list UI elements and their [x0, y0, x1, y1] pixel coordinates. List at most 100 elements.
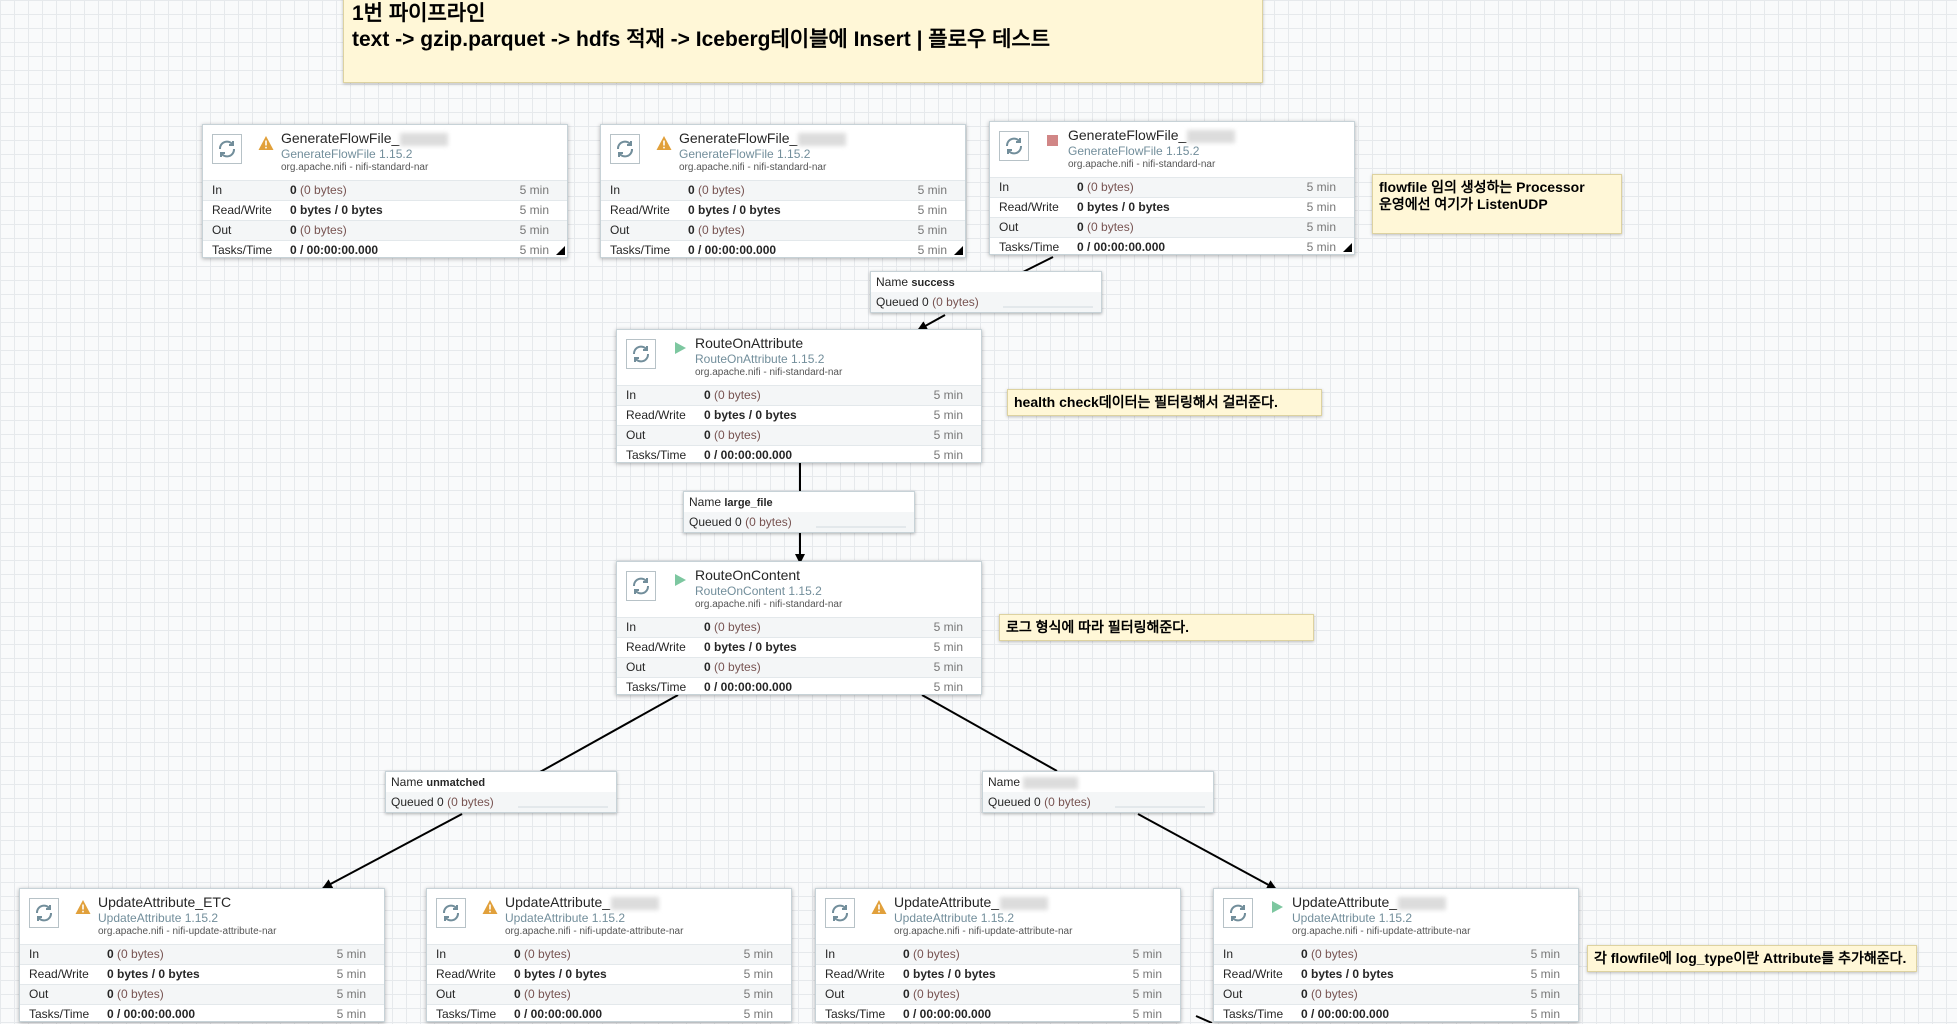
stat-label: In: [212, 183, 223, 197]
queue-bar: [1003, 306, 1093, 308]
stat-window: 5 min: [1530, 1007, 1560, 1021]
stat-value: 0 bytes / 0 bytes: [290, 203, 383, 217]
stat-label: In: [626, 388, 637, 402]
stat-label: Tasks/Time: [825, 1007, 886, 1021]
stat-window: 5 min: [933, 408, 963, 422]
stat-value: 0 (0 bytes): [704, 428, 761, 442]
log-format-note[interactable]: 로그 형식에 따라 필터링해준다.: [999, 614, 1314, 641]
stat-label: Out: [29, 987, 49, 1001]
stat-label: In: [1223, 947, 1234, 961]
note-line: text -> gzip.parquet -> hdfs 적재 -> Icebe…: [352, 28, 1051, 51]
wire-routeoncontent-to-hidden[interactable]: [921, 694, 1058, 772]
wire-generate-to-success[interactable]: [1022, 256, 1054, 273]
stat-label: Tasks/Time: [1223, 1007, 1284, 1021]
stat-label: Out: [626, 428, 646, 442]
wire-success-to-routeonattribute[interactable]: [917, 314, 946, 331]
processor-bundle: org.apache.nifi - nifi-update-attribute-…: [894, 926, 1073, 937]
processor-header[interactable]: GenerateFlowFile_GenerateFlowFile 1.15.2…: [203, 125, 567, 180]
wire-unmatched-to-updateattribute-etc[interactable]: [322, 813, 463, 889]
stat-value: 0 (0 bytes): [903, 987, 960, 1001]
stat-value: 0 (0 bytes): [688, 183, 745, 197]
processor-type: UpdateAttribute 1.15.2: [505, 911, 626, 925]
wire-routeoncontent-to-unmatched[interactable]: [539, 694, 679, 773]
processor-type: RouteOnContent 1.15.2: [695, 584, 822, 598]
processor-icon: [29, 898, 59, 928]
stat-window: 5 min: [917, 223, 947, 237]
redacted-name: [1000, 896, 1049, 910]
processor-generateflowfile-2[interactable]: GenerateFlowFile_GenerateFlowFile 1.15.2…: [600, 124, 966, 258]
stat-value: 0 / 00:00:00.000: [514, 1007, 603, 1021]
processor-bundle: org.apache.nifi - nifi-standard-nar: [679, 162, 827, 173]
processor-type: GenerateFlowFile 1.15.2: [679, 147, 811, 161]
processor-generateflowfile-1[interactable]: GenerateFlowFile_GenerateFlowFile 1.15.2…: [202, 124, 568, 258]
stat-row-out: Out 0 (0 bytes) 5 min: [816, 984, 1180, 1004]
pipeline-title-note[interactable]: 1번 파이프라인 text -> gzip.parquet -> hdfs 적재…: [343, 0, 1263, 83]
processor-header[interactable]: GenerateFlowFile_GenerateFlowFile 1.15.2…: [601, 125, 965, 180]
processor-type: UpdateAttribute 1.15.2: [894, 911, 1015, 925]
health-check-note[interactable]: health check데이터는 필터링해서 걸러준다.: [1007, 389, 1322, 416]
conn-queued-bytes: (0 bytes): [1044, 795, 1091, 809]
processor-header[interactable]: GenerateFlowFile_GenerateFlowFile 1.15.2…: [990, 122, 1354, 177]
processor-generateflowfile-3[interactable]: GenerateFlowFile_GenerateFlowFile 1.15.2…: [989, 121, 1355, 255]
stat-label: Read/Write: [825, 967, 885, 981]
stat-window: 5 min: [1530, 987, 1560, 1001]
stat-label: In: [29, 947, 40, 961]
stat-value: 0 / 00:00:00.000: [704, 680, 793, 694]
wire-updateattribute-out[interactable]: [1195, 1015, 1213, 1023]
running-icon: [672, 340, 688, 356]
connection-redacted[interactable]: Name Queued 0 (0 bytes): [982, 771, 1214, 813]
flowfile-note[interactable]: flowfile 임의 생성하는 Processor 운영에선 여기가 List…: [1372, 174, 1622, 234]
stat-label: Read/Write: [29, 967, 89, 981]
processor-icon: [212, 134, 242, 164]
wire-hidden-to-updateattribute[interactable]: [1137, 813, 1277, 890]
processor-type: RouteOnAttribute 1.15.2: [695, 352, 825, 366]
running-icon: [1269, 899, 1285, 915]
stat-window: 5 min: [1132, 987, 1162, 1001]
stat-window: 5 min: [933, 660, 963, 674]
connection-unmatched[interactable]: Name unmatched Queued 0 (0 bytes): [385, 771, 617, 813]
stat-label: Out: [1223, 987, 1243, 1001]
stat-label: In: [999, 180, 1010, 194]
stat-value: 0 bytes / 0 bytes: [514, 967, 607, 981]
redacted-name: [611, 896, 660, 910]
log-type-note[interactable]: 각 flowfile에 log_type이란 Attribute를 추가해준다.: [1587, 945, 1917, 972]
processor-type: UpdateAttribute 1.15.2: [98, 911, 219, 925]
conn-queued: 0: [735, 515, 742, 529]
stat-window: 5 min: [933, 640, 963, 654]
connection-large-file[interactable]: Name large_file Queued 0 (0 bytes): [683, 491, 915, 533]
stat-window: 5 min: [917, 243, 947, 257]
conn-queued: 0: [922, 295, 929, 309]
queue-bar: [1115, 806, 1205, 808]
conn-name-label: Name: [689, 495, 722, 509]
stat-label: Out: [825, 987, 845, 1001]
stat-window: 5 min: [519, 203, 549, 217]
processor-bundle: org.apache.nifi - nifi-standard-nar: [695, 367, 843, 378]
redacted-name: [1398, 896, 1447, 910]
stat-window: 5 min: [519, 223, 549, 237]
connection-success[interactable]: Name success Queued 0 (0 bytes): [870, 271, 1102, 313]
stat-value: 0 (0 bytes): [704, 620, 761, 634]
stat-label: Out: [626, 660, 646, 674]
